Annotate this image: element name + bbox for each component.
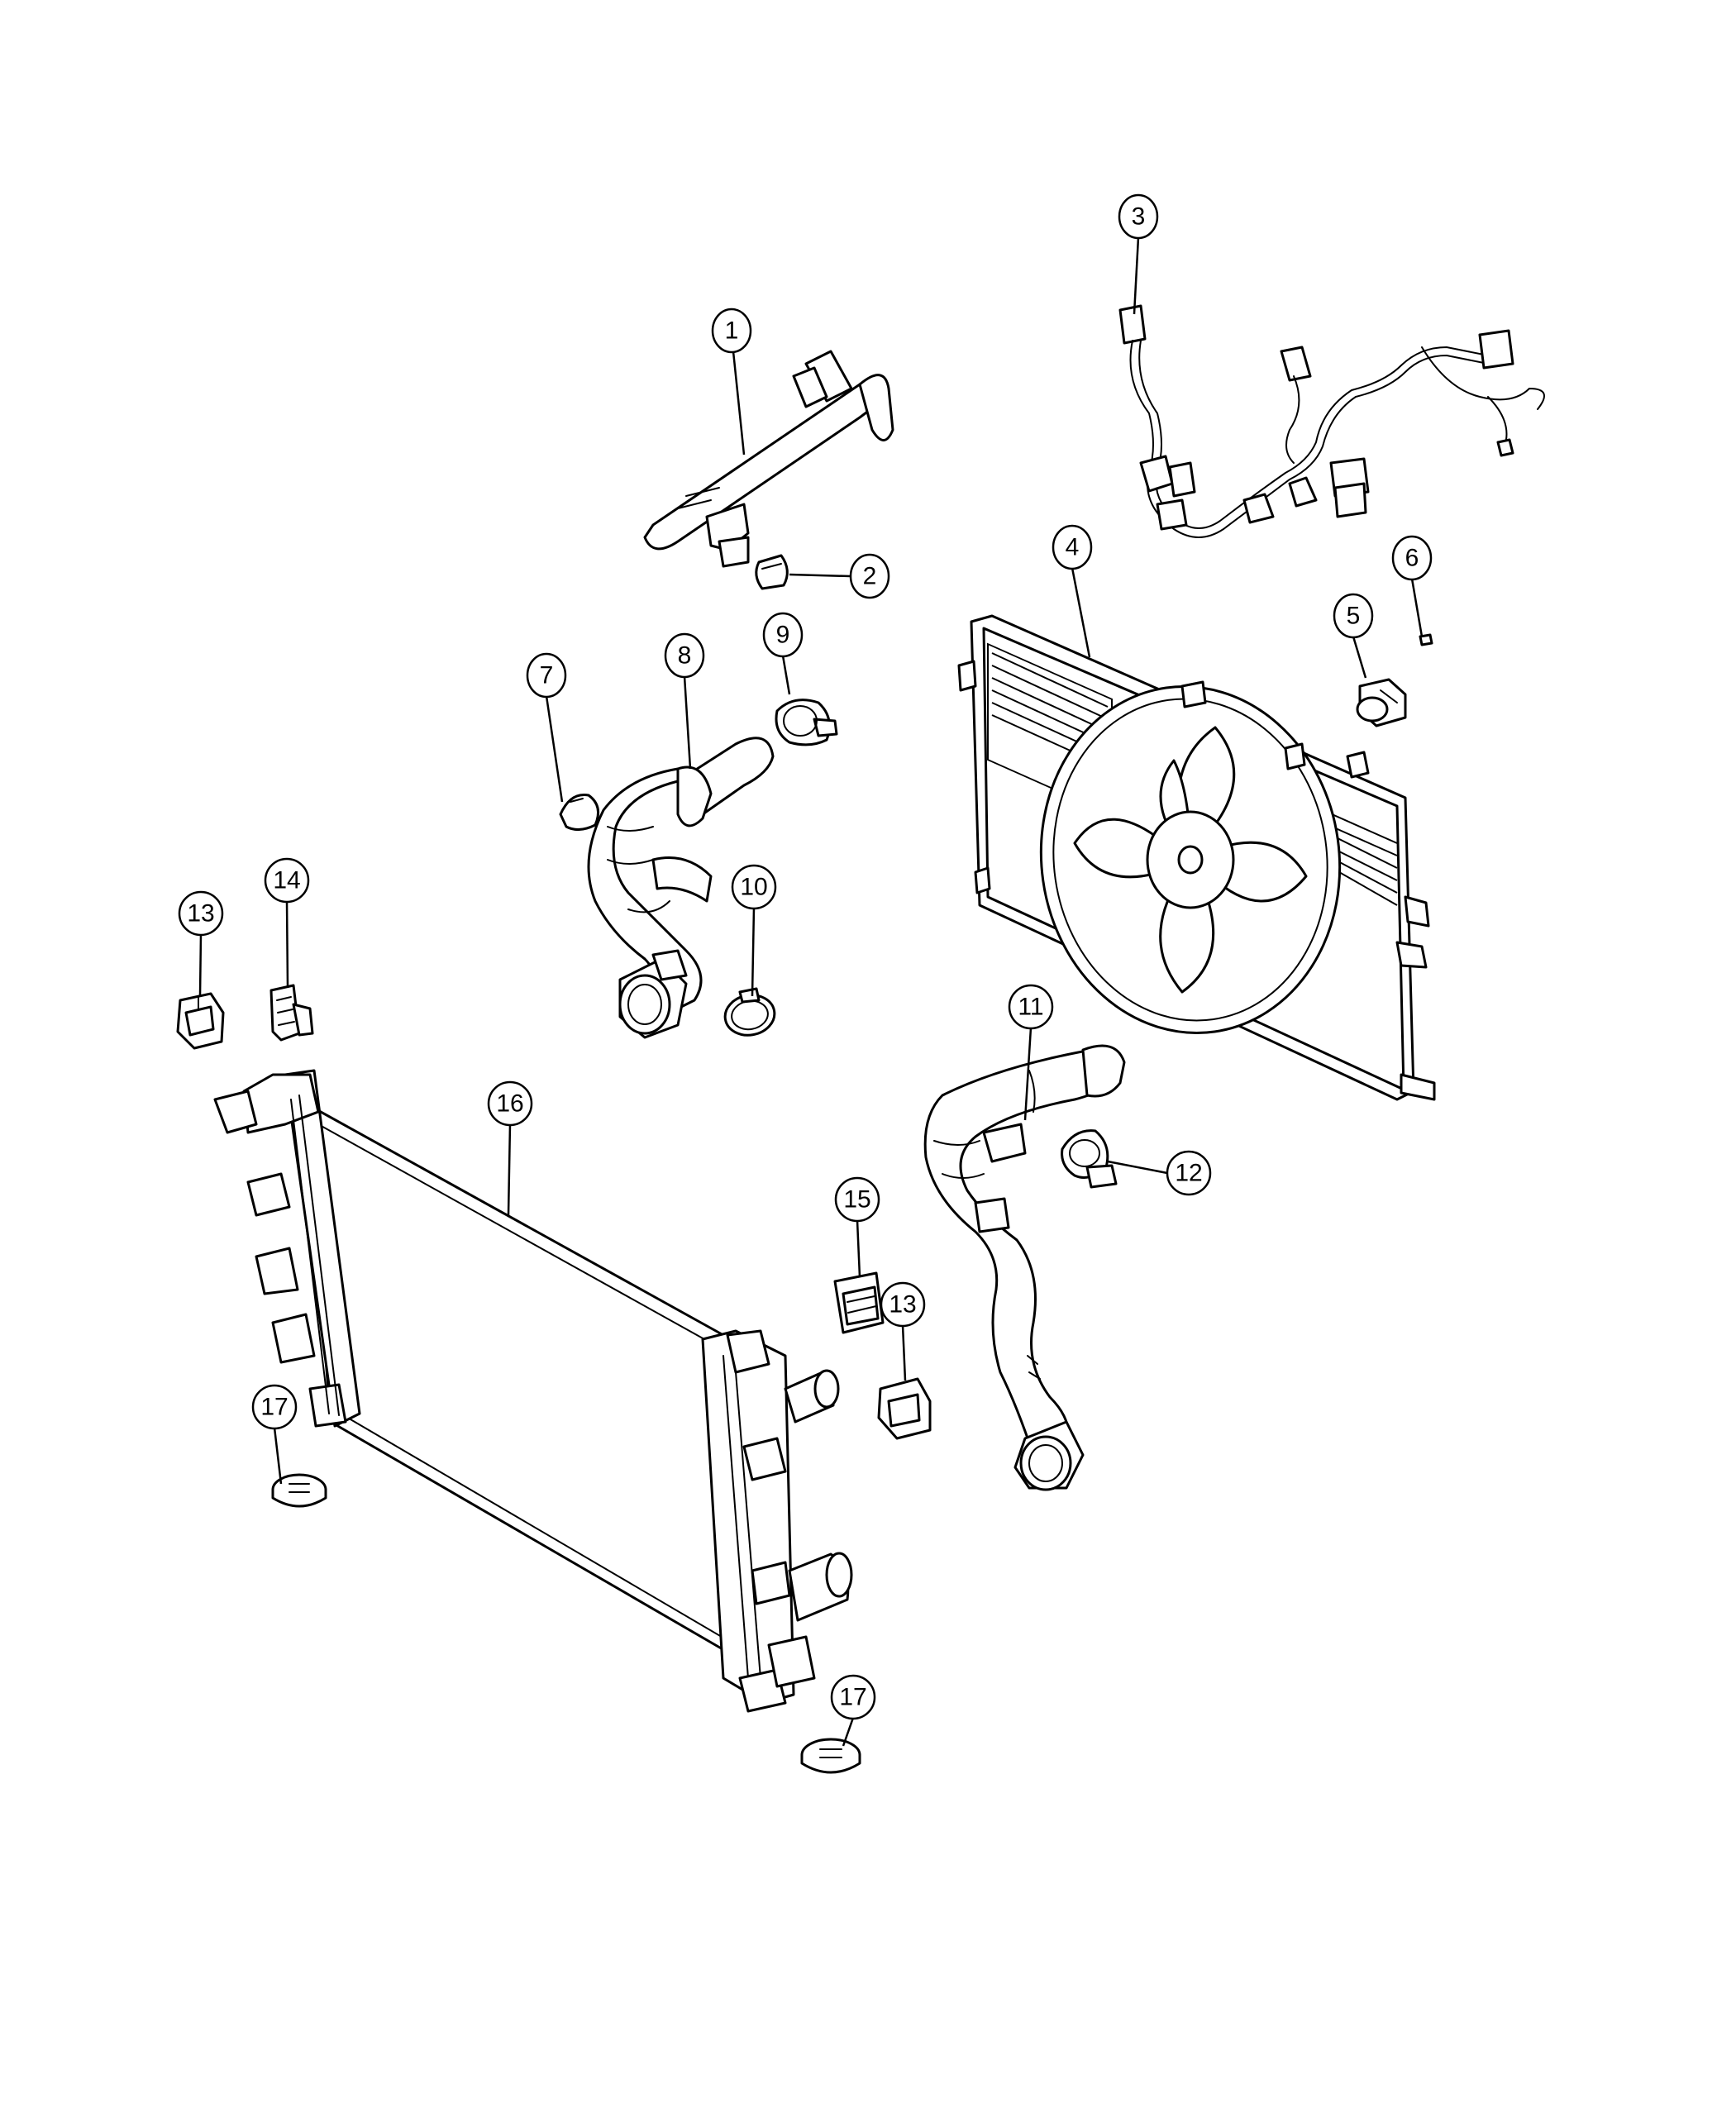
part-10-hose-clamp (723, 987, 776, 1037)
callout-12: 12 (1166, 1150, 1212, 1196)
callout-8: 8 (664, 632, 705, 679)
callout-6-label: 6 (1405, 545, 1419, 572)
callout-1-label: 1 (725, 317, 739, 345)
callout-7: 7 (526, 652, 567, 699)
callout-3: 3 (1118, 193, 1159, 240)
part-4-cooling-fan-assembly (957, 614, 1436, 1101)
part-15-insulator (833, 1271, 885, 1334)
callout-8-label: 8 (678, 642, 692, 670)
callout-11-label: 11 (1018, 994, 1043, 1021)
part-5-fan-connector (1356, 678, 1407, 727)
callout-16-label: 16 (496, 1090, 523, 1118)
part-8-coolant-hose (587, 737, 775, 1039)
callout-4-label: 4 (1066, 534, 1080, 561)
callout-6: 6 (1391, 535, 1433, 581)
callout-9-label: 9 (776, 622, 790, 649)
callout-17-left: 17 (251, 1384, 298, 1430)
callout-13-lower: 13 (880, 1281, 926, 1328)
callout-7-label: 7 (540, 662, 554, 689)
part-13-bracket-left (176, 992, 225, 1050)
callout-13-upper-label: 13 (187, 900, 214, 928)
callout-15: 15 (834, 1176, 880, 1223)
callout-10: 10 (731, 864, 777, 910)
callout-17-left-label: 17 (260, 1394, 288, 1421)
callout-2-label: 2 (863, 563, 877, 590)
part-17-plug-left (271, 1473, 327, 1508)
callout-12-label: 12 (1175, 1160, 1202, 1187)
part-13-bracket-right (877, 1377, 932, 1440)
part-2-hose-clamp (755, 554, 789, 590)
callout-9: 9 (762, 612, 804, 658)
callout-4: 4 (1052, 524, 1093, 570)
callout-11: 11 (1008, 984, 1054, 1030)
callout-2: 2 (849, 553, 890, 599)
callout-17-right: 17 (830, 1674, 876, 1720)
part-17-plug-right (800, 1738, 861, 1774)
callout-3-label: 3 (1132, 203, 1146, 231)
callout-14-label: 14 (273, 867, 300, 894)
callout-1: 1 (711, 308, 752, 354)
callout-14: 14 (264, 857, 310, 904)
callout-13-upper: 13 (178, 890, 224, 937)
callout-13-lower-label: 13 (889, 1291, 916, 1319)
callout-16: 16 (487, 1080, 533, 1127)
part-6-pin (1419, 633, 1433, 646)
part-9-hose-clamp (775, 699, 838, 746)
callout-5-label: 5 (1347, 603, 1361, 630)
part-1-coolant-hose (643, 350, 894, 568)
callout-17-right-label: 17 (839, 1684, 866, 1711)
part-7-hose-clamp (559, 793, 600, 831)
part-16-radiator (213, 1069, 853, 1713)
part-14-insulator (269, 984, 314, 1042)
leader-lines (198, 236, 1424, 1747)
part-12-hose-clamp (1061, 1129, 1118, 1189)
callout-15-label: 15 (843, 1186, 870, 1214)
callout-5: 5 (1333, 593, 1374, 639)
part-11-radiator-hose (923, 1044, 1126, 1491)
part-3-wiring-harness (1118, 304, 1545, 538)
callout-10-label: 10 (740, 874, 767, 901)
